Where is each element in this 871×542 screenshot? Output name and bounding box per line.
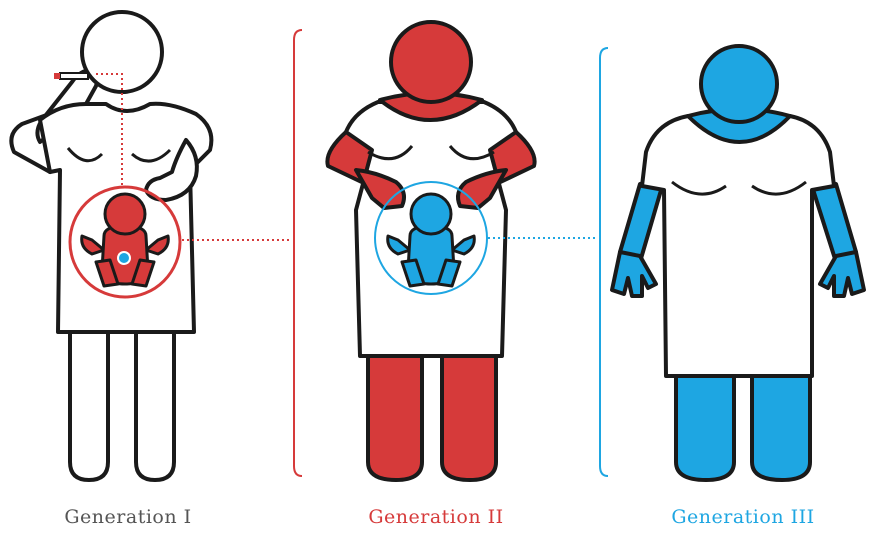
generation-2-label: Generation II: [336, 506, 536, 528]
cigarette-icon: [54, 73, 88, 79]
gen3-right-arm: [810, 180, 856, 262]
generation-3-figure: [612, 46, 864, 480]
gen3-right-leg: [752, 372, 810, 480]
gen3-left-hand: [612, 252, 656, 296]
gen2-right-leg: [442, 350, 496, 480]
gen3-left-leg: [676, 372, 734, 480]
gen2-left-leg: [368, 350, 422, 480]
bracket-generation-2: [294, 30, 302, 476]
gen2-head: [391, 22, 471, 102]
generation-1-label: Generation I: [28, 506, 228, 528]
generation-3-label: Generation III: [643, 506, 843, 528]
gen3-left-arm: [620, 180, 664, 262]
gen3-head: [701, 46, 777, 122]
gen1-right-leg: [136, 332, 174, 480]
germ-cell-dot-icon: [118, 252, 130, 264]
gen1-left-leg: [70, 332, 108, 480]
gen3-right-hand: [820, 252, 864, 296]
gen3-body: [642, 116, 834, 376]
bracket-generation-3: [600, 48, 608, 476]
